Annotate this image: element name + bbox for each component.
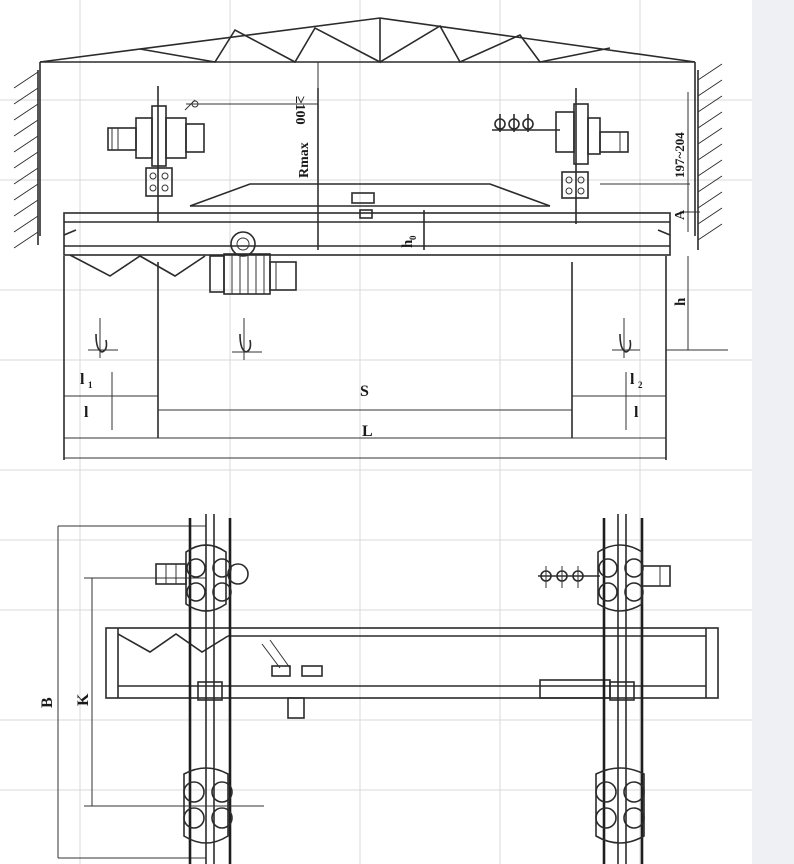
label-l2: l xyxy=(630,371,635,388)
label-a: A xyxy=(673,209,688,220)
background-grid xyxy=(0,0,752,864)
label-clearance-top: ≥100 xyxy=(292,96,307,125)
label-l1: l xyxy=(80,371,85,388)
bridge-girder xyxy=(63,183,671,277)
label-l-right: l xyxy=(634,404,639,421)
label-h0-group: h 0 xyxy=(400,235,418,248)
roof-truss xyxy=(39,17,696,236)
electric-hoist xyxy=(209,231,297,295)
hook-middle xyxy=(232,318,262,360)
label-h0-sub: 0 xyxy=(408,235,418,240)
label-rmax: Rmax xyxy=(297,142,312,178)
drawing-panel: ≥100 Rmax 197~204 A h 0 h l 1 l S l 2 l … xyxy=(0,0,752,864)
label-l1-sub: 1 xyxy=(88,380,93,390)
left-wall-hatch xyxy=(13,70,39,249)
label-s: S xyxy=(360,383,369,400)
label-range-a: 197~204 xyxy=(672,132,687,178)
left-end-carriage-plan xyxy=(155,514,264,864)
right-end-carriage-drive xyxy=(492,88,629,224)
hook-left xyxy=(88,318,118,358)
label-h: h xyxy=(673,297,689,306)
label-b: B xyxy=(39,697,56,708)
label-l-left: l xyxy=(84,404,89,421)
label-span-l: L xyxy=(362,423,373,440)
dimension-lines-elevation xyxy=(64,62,728,459)
crane-drawing: ≥100 Rmax 197~204 A h 0 h l 1 l S l 2 l … xyxy=(0,0,752,864)
right-wall-hatch xyxy=(697,63,723,250)
label-h0: h xyxy=(400,239,416,248)
right-gutter xyxy=(752,0,794,864)
right-end-carriage-plan xyxy=(538,514,671,864)
left-end-carriage-drive xyxy=(107,86,205,222)
label-l2-sub: 2 xyxy=(638,380,643,390)
hook-right xyxy=(612,318,640,358)
label-k: K xyxy=(75,693,92,706)
